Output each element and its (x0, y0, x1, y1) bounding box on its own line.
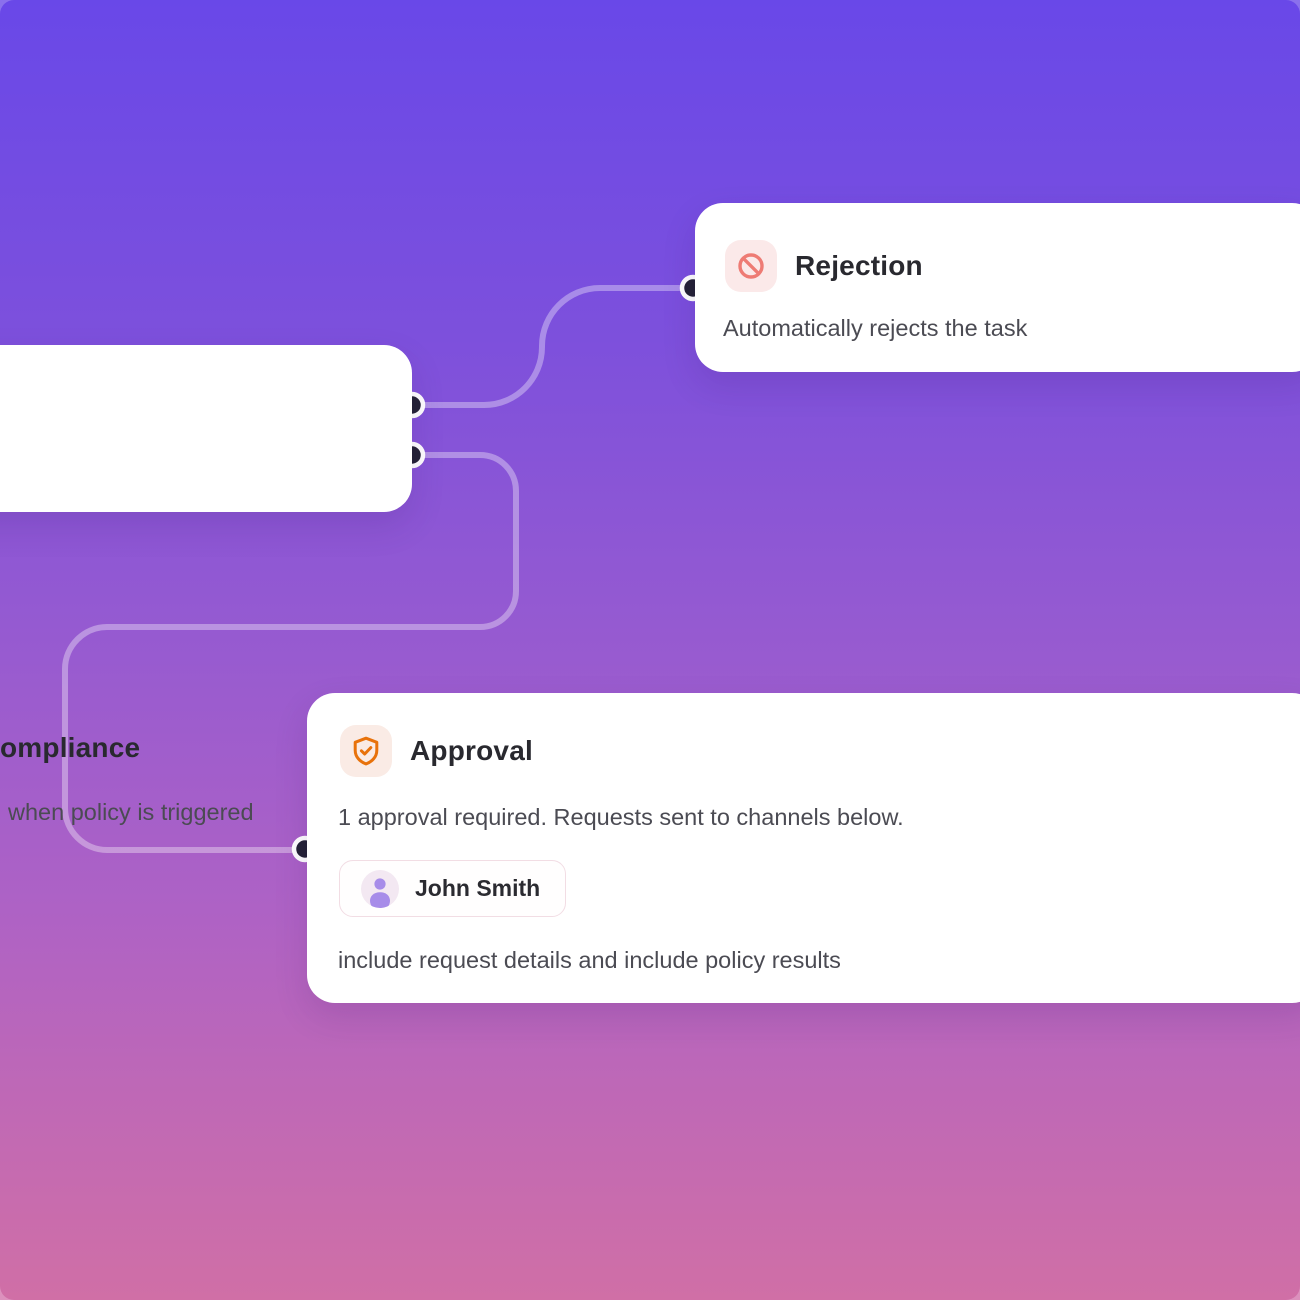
node-rejection-title: Rejection (795, 250, 923, 281)
approver-chip[interactable]: John Smith (339, 860, 566, 917)
node-compliance-title: ompliance (0, 732, 141, 763)
node-compliance[interactable]: ompliance when policy is triggered (0, 345, 412, 825)
node-rejection-description: Automatically rejects the task (723, 315, 1028, 341)
node-approval-description: 1 approval required. Requests sent to ch… (338, 804, 904, 830)
node-rejection[interactable]: Rejection Automatically rejects the task (695, 203, 1300, 372)
node-approval[interactable]: Approval 1 approval required. Requests s… (307, 693, 1300, 1003)
node-approval-title: Approval (410, 735, 533, 766)
node-compliance-description: when policy is triggered (8, 799, 254, 825)
approver-name: John Smith (415, 875, 541, 901)
node-approval-details: include request details and include poli… (338, 947, 841, 973)
shield-check-icon (340, 725, 392, 777)
person-icon (361, 869, 399, 908)
prohibition-icon (725, 240, 777, 292)
edge-compliance-to-approval (62, 452, 519, 853)
edge-compliance-to-rejection (409, 285, 696, 408)
